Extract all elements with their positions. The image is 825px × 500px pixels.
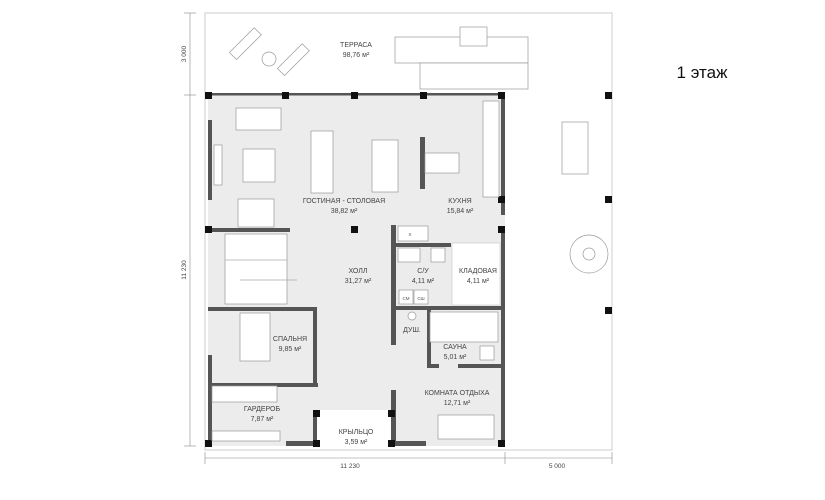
sink: [397, 247, 421, 263]
room-area: 5,01 м²: [444, 354, 467, 361]
room-area: 15,84 м²: [447, 208, 474, 215]
coffee-table: [242, 148, 276, 183]
fireplace: [237, 198, 275, 228]
dimension-terrace-depth: 3 000: [181, 45, 188, 62]
bed: [239, 312, 271, 362]
side-table: [261, 51, 277, 67]
sunlounger-2: [276, 43, 310, 77]
room-name: КРЫЛЬЦО: [339, 429, 374, 436]
room-area: 9,85 м²: [279, 346, 302, 353]
room-area: 4,11 м²: [412, 278, 435, 285]
dining-table: [371, 139, 399, 193]
room-name: КУХНЯ: [448, 198, 471, 205]
tv: [213, 144, 223, 186]
dimension-yard-width: 5 000: [549, 463, 566, 470]
porch-floor: [315, 410, 392, 446]
room-area: 38,82 м²: [331, 208, 358, 215]
room-name: ТЕРРАСА: [340, 42, 372, 49]
room-area: 98,76 м²: [343, 52, 370, 59]
room-name: САУНА: [443, 344, 467, 351]
room-name: КОМНАТА ОТДЫХА: [425, 390, 490, 397]
washer-label: СМ: [403, 296, 410, 301]
sauna-stove: [479, 345, 495, 361]
dimension-house-width: 11 230: [340, 463, 360, 470]
shower: [407, 311, 417, 321]
sunlounger-1: [228, 27, 262, 61]
room-area: 12,71 м²: [444, 400, 471, 407]
sofa-2: [310, 130, 334, 194]
room-name: СПАЛЬНЯ: [273, 336, 307, 343]
room-area: 31,27 м²: [345, 278, 372, 285]
lounge-sofa: [437, 414, 495, 440]
wardrobe-rack: [211, 385, 278, 403]
sofa: [235, 107, 282, 131]
room-name: ГОСТИНАЯ - СТОЛОВАЯ: [303, 198, 385, 205]
room-labels: ТЕРРАСА 98,76 м² ГОСТИНАЯ - СТОЛОВАЯ 38,…: [244, 42, 497, 446]
fridge: [397, 225, 429, 242]
toilet: [430, 247, 446, 263]
floor-title: 1 этаж: [677, 63, 729, 82]
kitchen-island: [424, 152, 460, 174]
dimension-house-depth: 11 230: [181, 260, 188, 280]
kitchen-counter: [482, 100, 500, 198]
washer: [398, 289, 414, 305]
room-name: ГАРДЕРОБ: [244, 406, 281, 413]
outdoor-table: [561, 121, 589, 175]
wardrobe-shelf: [211, 430, 281, 442]
room-name: ХОЛЛ: [349, 268, 368, 275]
room-area: 3,59 м²: [345, 439, 368, 446]
dryer-label: СШ: [417, 296, 424, 301]
staircase: [224, 233, 297, 305]
sauna-bench: [429, 311, 499, 343]
dimension-lines: [184, 12, 613, 464]
room-area: 4,11 м²: [467, 278, 490, 285]
columns: [205, 92, 612, 447]
pantry-floor: [451, 242, 501, 306]
fridge-label: Х: [408, 232, 411, 237]
room-name: ДУШ.: [403, 327, 421, 334]
furniture: [211, 26, 609, 442]
room-area: 7,87 м²: [251, 416, 274, 423]
room-name: С/У: [417, 268, 429, 275]
dryer: [413, 289, 429, 305]
room-name: КЛАДОВАЯ: [459, 268, 497, 275]
